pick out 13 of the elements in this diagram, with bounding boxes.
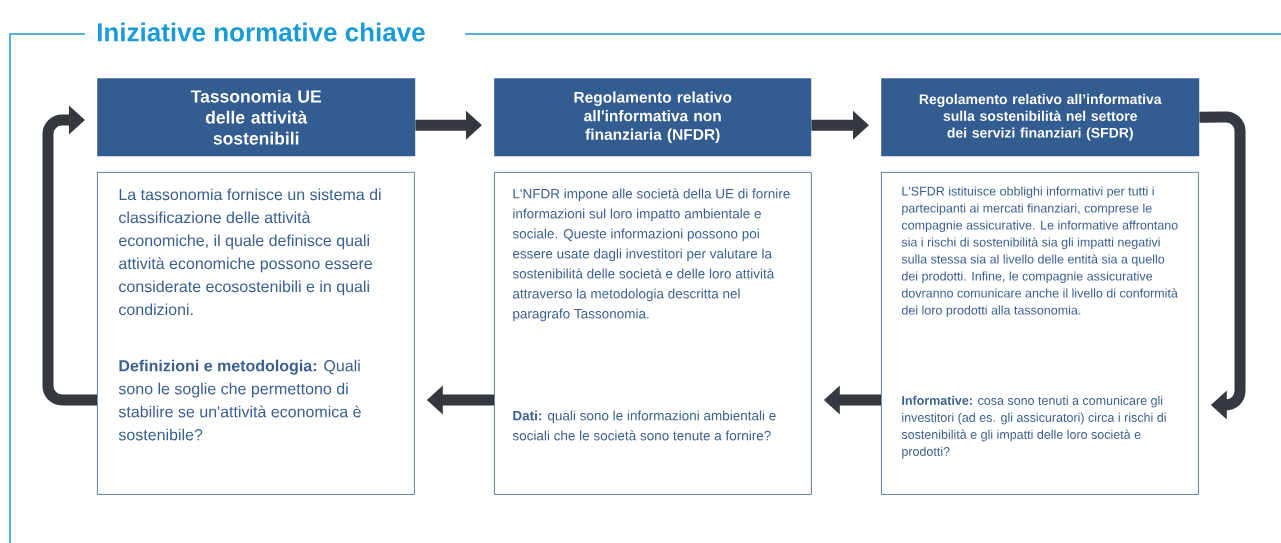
header-box: Regolamento relativo all’informativa sulla sostenibilità nel settore dei servizi finanziari (SFDR)	[881, 78, 1200, 157]
question-text: Dati: quali sono le informazioni ambientali e sociali che le società sono tenute a fornire?	[512, 410, 776, 441]
description-text: La tassonomia fornisce un sistema di classificazione delle attività economiche, il quale definisce quali attività economiche possono essere considerate ecosostenibili e in quali condizioni.	[119, 188, 381, 316]
title: Iniziative normative chiave	[97, 22, 425, 42]
description-text: L'SFDR istituisce obblighi informativi per tutti i partecipanti ai mercati finanziari, comprese le compagnie assicurative. Le informative affrontano sia i rischi di sostenibilità sia gli impatti negativi sulla stessa sia al livello delle entità sia a quello dei prodotti. Infine, le compagnie assicurative dovranno comunicare anche il livello di conformità dei loro prodotti alla tassonomia.	[901, 186, 1178, 318]
text-box	[494, 172, 812, 495]
text-box	[881, 172, 1199, 495]
question-text: Informative: cosa sono tenuti a comunicare gli investitori (ad es. gli assicuratori) circa i rischi di sostenibilità e gli impatti delle loro società e prodotti?	[901, 395, 1166, 459]
description-text: L'NFDR impone alle società della UE di fornire informazioni sul loro impatto ambientale e sociale. Queste informazioni possono poi essere usate dagli investitori per valutare la sostenibilità delle società e delle loro attività attraverso la metodologia descritta nel paragrafo Tassonomia.	[512, 188, 790, 322]
text-box	[97, 172, 415, 495]
header-box: Tassonomia UE delle attività sostenibili	[97, 78, 416, 157]
header-box: Regolamento relativo all'informativa non finanziaria (NFDR)	[494, 78, 812, 157]
question-text: Definizioni e metodologia: Quali sono le soglie che permettono di stabilire se un'attività economica è sostenibile?	[118, 359, 361, 441]
